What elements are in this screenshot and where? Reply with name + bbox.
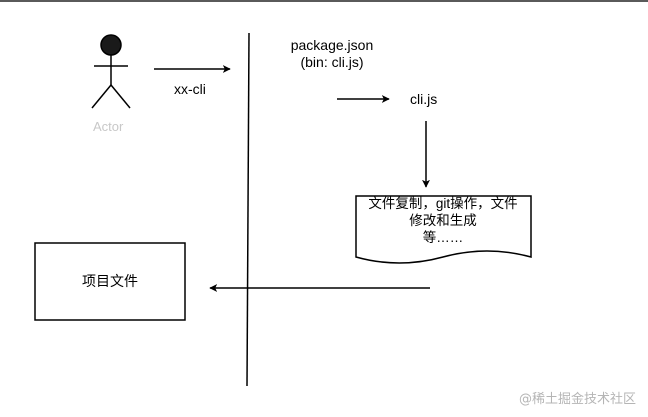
package-json-line1: package.json	[290, 37, 374, 53]
watermark: @稀土掘金技术社区	[518, 392, 636, 407]
project-files-label: 项目文件	[82, 273, 138, 289]
cli-js-label: cli.js	[410, 91, 438, 107]
document-line1: 文件复制，git操作，文件	[368, 196, 518, 211]
project-files-box	[34, 242, 186, 321]
actor-figure	[91, 34, 131, 109]
package-json-label: package.json (bin: cli.js)	[277, 37, 387, 71]
document-line2: 修改和生成	[409, 213, 477, 228]
boundary-line	[246, 32, 250, 387]
top-border	[0, 0, 648, 2]
document-line3: 等……	[422, 230, 464, 245]
package-json-line2: (bin: cli.js)	[300, 54, 364, 70]
command-label: xx-cli	[174, 81, 206, 97]
document-shape	[355, 195, 532, 264]
actor-label: Actor	[93, 119, 124, 134]
document-text: 文件复制，git操作，文件 修改和生成 等……	[352, 195, 534, 246]
